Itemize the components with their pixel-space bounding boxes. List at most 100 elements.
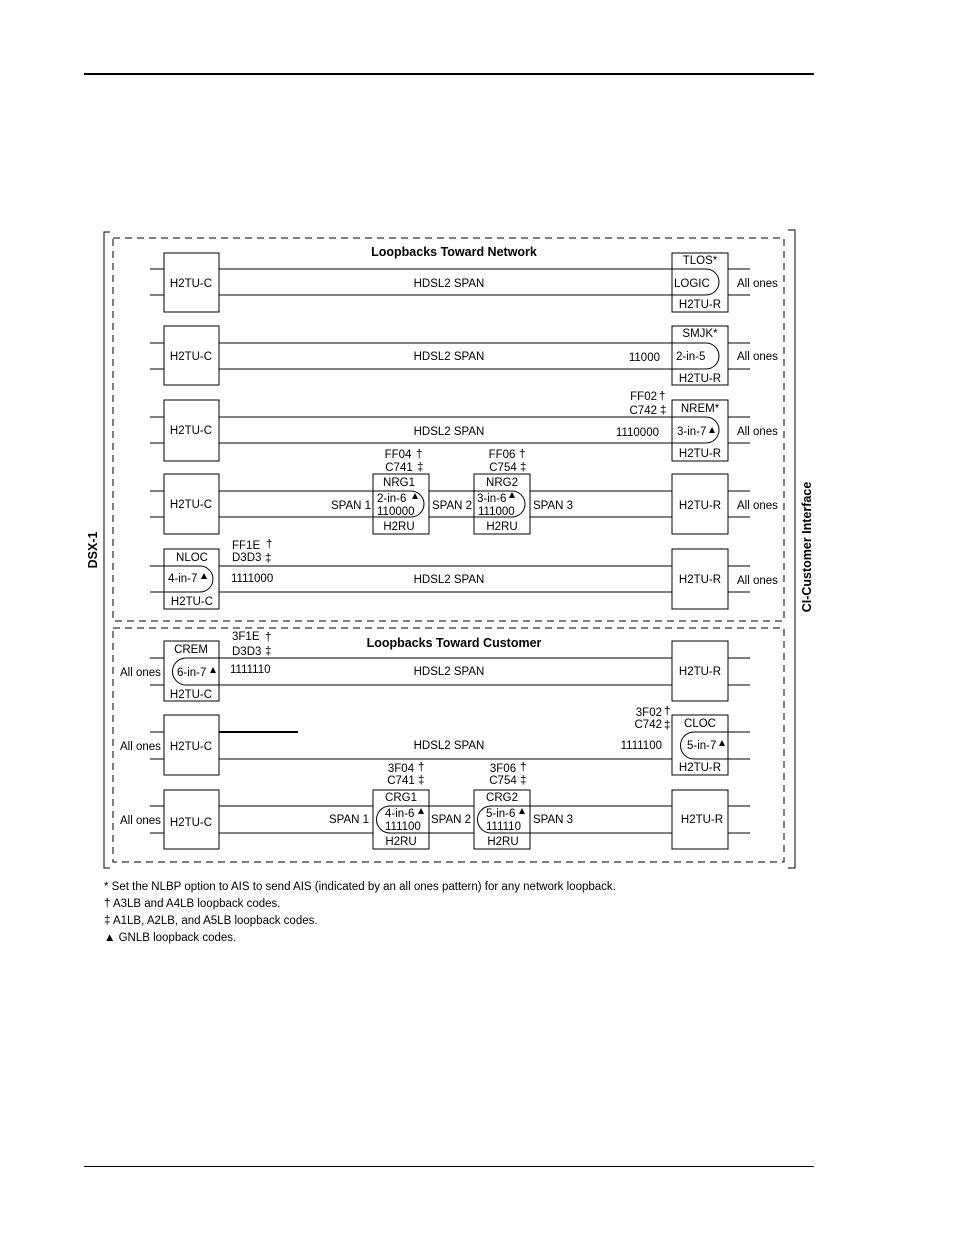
all-ones-label: All ones — [737, 575, 778, 587]
h2tu-r-label: H2TU-R — [679, 500, 721, 512]
h2ru-label: H2RU — [486, 521, 517, 533]
all-ones-label: All ones — [737, 278, 778, 290]
h2tu-r-label: H2TU-R — [679, 299, 721, 311]
span3-label: SPAN 3 — [533, 500, 573, 512]
crg2-inner: 5-in-6 — [486, 808, 515, 820]
span2-label: SPAN 2 — [431, 814, 471, 826]
dagger-mark: † — [418, 762, 424, 774]
nrg1-code2: C741 — [385, 462, 413, 474]
triangle-icon — [412, 493, 418, 499]
crem-code1: 3F1E — [232, 631, 260, 643]
nrg1-code1: FF04 — [385, 449, 412, 461]
crg2-code2: C754 — [489, 775, 517, 787]
span-label: HDSL2 SPAN — [414, 278, 485, 290]
crg2-name: CRG2 — [486, 792, 518, 804]
smjk-name: SMJK* — [682, 328, 718, 340]
nrem-pattern: 1110000 — [616, 427, 659, 439]
nloc-code2: D3D3 — [232, 552, 261, 564]
dagger-mark: † — [416, 449, 422, 461]
ddagger-mark: ‡ — [520, 775, 526, 787]
row-cloc — [150, 714, 750, 776]
nloc-name: NLOC — [176, 552, 208, 564]
row-crg — [150, 789, 750, 850]
crg1-name: CRG1 — [385, 792, 417, 804]
h2tu-r-label: H2TU-R — [679, 762, 721, 774]
crg1-code1: 3F04 — [388, 763, 415, 775]
nrg1-name: NRG1 — [383, 477, 415, 489]
ddagger-mark: ‡ — [265, 553, 271, 565]
h2tu-c-label: H2TU-C — [171, 596, 213, 608]
crg2-code1: 3F06 — [490, 763, 516, 775]
span1-label: SPAN 1 — [329, 814, 369, 826]
h2tu-r-label: H2TU-R — [679, 574, 721, 586]
cloc-code2: C742 — [635, 719, 663, 731]
span-label: HDSL2 SPAN — [414, 351, 485, 363]
nrg2-code1: FF06 — [489, 449, 516, 461]
dagger-mark: † — [659, 391, 665, 403]
network-section-title: Loopbacks Toward Network — [371, 245, 537, 259]
span1-label: SPAN 1 — [331, 500, 371, 512]
triangle-icon — [201, 573, 207, 579]
tlos-name: TLOS* — [683, 255, 718, 267]
cloc-inner: 5-in-7 — [687, 740, 716, 752]
nrg2-inner: 3-in-6 — [477, 493, 506, 505]
ddagger-mark: ‡ — [520, 462, 526, 474]
nrg2-name: NRG2 — [486, 477, 518, 489]
h2tu-r-label: H2TU-R — [679, 448, 721, 460]
smjk-inner: 2-in-5 — [676, 351, 705, 363]
h2tu-r-label: H2TU-R — [679, 373, 721, 385]
nrg1-pattern: 110000 — [377, 506, 415, 518]
h2tu-c-label: H2TU-C — [170, 499, 212, 511]
footnote-ddagger: ‡ A1LB, A2LB, and A5LB loopback codes. — [104, 915, 318, 927]
top-rule — [84, 73, 814, 75]
nloc-inner: 4-in-7 — [168, 573, 197, 585]
row-nloc — [150, 548, 750, 610]
nrg2-code2: C754 — [489, 462, 517, 474]
triangle-icon — [519, 808, 525, 814]
h2tu-c-label: H2TU-C — [170, 741, 212, 753]
triangle-icon — [509, 492, 515, 498]
outer-bracket — [103, 229, 796, 869]
all-ones-label: All ones — [737, 500, 778, 512]
dagger-mark: † — [664, 706, 670, 718]
footnote-triangle: ▲ GNLB loopback codes. — [104, 932, 237, 944]
triangle-icon — [719, 740, 725, 746]
all-ones-label: All ones — [120, 667, 161, 679]
nrem-name: NREM* — [681, 403, 720, 415]
ddagger-mark: ‡ — [664, 720, 670, 732]
h2tu-r-label: H2TU-R — [679, 666, 721, 678]
footnotes: * Set the NLBP option to AIS to send AIS… — [104, 879, 616, 947]
h2ru-label: H2RU — [383, 521, 414, 533]
h2ru-label: H2RU — [487, 836, 518, 848]
ddagger-mark: ‡ — [418, 775, 424, 787]
nloc-code1: FF1E — [232, 540, 260, 552]
ci-interface-label: CI-Customer Interface — [800, 482, 814, 613]
dagger-mark: † — [519, 449, 525, 461]
crem-pattern: 1111110 — [230, 664, 271, 676]
crg1-code2: C741 — [387, 775, 415, 787]
row-smjk — [150, 325, 750, 386]
row-tlos — [150, 252, 750, 313]
h2tu-c-label: H2TU-C — [170, 817, 212, 829]
customer-section-box — [112, 627, 785, 863]
span-label: HDSL2 SPAN — [414, 666, 485, 678]
all-ones-label: All ones — [120, 815, 161, 827]
cloc-code1: 3F02 — [636, 707, 662, 719]
all-ones-label: All ones — [120, 741, 161, 753]
nrem-inner: 3-in-7 — [677, 426, 706, 438]
footnote-star: * Set the NLBP option to AIS to send AIS… — [104, 881, 616, 893]
h2tu-c-label: H2TU-C — [170, 689, 212, 701]
triangle-icon — [210, 667, 216, 673]
nrg2-pattern: 111000 — [478, 506, 515, 518]
h2ru-label: H2RU — [385, 836, 416, 848]
dagger-mark: † — [520, 762, 526, 774]
span-label: HDSL2 SPAN — [414, 574, 485, 586]
dagger-mark: † — [266, 539, 272, 551]
h2tu-c-label: H2TU-C — [170, 425, 212, 437]
smjk-pattern: 11000 — [629, 352, 660, 364]
h2tu-c-label: H2TU-C — [170, 278, 212, 290]
row-crem — [150, 640, 750, 702]
h2tu-r-label: H2TU-R — [681, 814, 723, 826]
row-nrg — [150, 473, 750, 535]
